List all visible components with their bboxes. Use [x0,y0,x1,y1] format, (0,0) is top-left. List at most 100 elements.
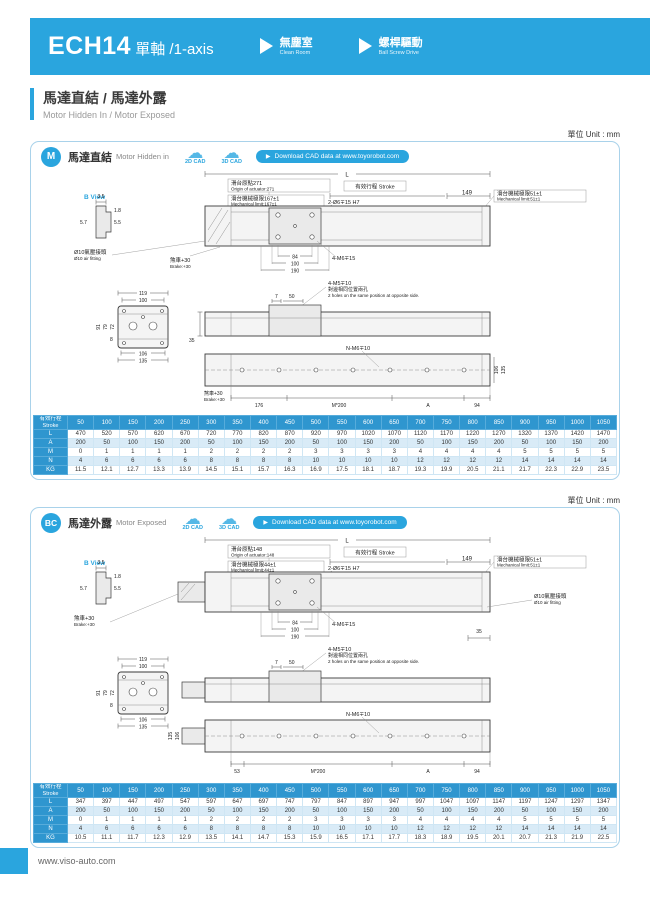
cell: 12.1 [93,465,121,475]
cell: 14.5 [197,465,225,475]
cell: 11.1 [93,833,121,843]
dim-label: 176 [255,403,264,409]
cad-3d-button[interactable]: ☁ 3D CAD [219,512,239,532]
cell: 150 [354,806,382,816]
cell: 12 [406,456,434,466]
cell: 847 [328,797,356,807]
dim-label: 100 [139,664,148,670]
cell: 150 [459,438,487,448]
cell: 1070 [380,429,408,439]
cell: 820 [249,429,278,439]
cell: 200 [380,438,408,448]
nm6-note: N-M6∓10 [346,712,370,718]
dim-label-L: L [345,539,349,545]
stroke-value: 1050 [589,415,618,430]
cell: 4 [66,824,95,834]
stroke-value: 50 [66,783,95,798]
cell: 797 [302,797,330,807]
stroke-label: 有效行程 Stroke [355,182,394,190]
section-title-zh: 馬達直結 [68,151,112,164]
cell: 5 [511,447,539,457]
panel-motor-exposed: BC 馬達外露 Motor Exposed ☁ 2D CAD ☁ 3D CAD … [30,507,620,848]
cell: 6 [171,456,199,466]
cell: 22.3 [537,465,565,475]
cell: 1 [171,447,199,457]
cell: 1297 [563,797,591,807]
dim-label: 84 [292,254,298,260]
dim-label: 119 [139,657,147,663]
cad-2d-button[interactable]: ☁ 2D CAD [182,512,202,532]
dim-label: 79 [103,324,109,330]
cell: 10 [380,456,408,466]
dim-label: M*200 [332,403,347,409]
cell: 200 [589,438,618,448]
download-cad-button[interactable]: ▶ Download CAD data at www.toyorobot.com [253,516,407,529]
cell: 3 [302,447,330,457]
cell: 100 [328,806,356,816]
cell: 2 [249,815,278,825]
cell: 100 [537,806,565,816]
stroke-value: 850 [485,415,513,430]
cell: 23.5 [589,465,618,475]
mech-limit-left-zh: 滑台機械極限44±1 [231,561,276,569]
mech-limit-left-en: Mechanical limit:167±1 [231,202,277,207]
section-title-zh: 馬達外露 [68,517,112,530]
cell: 22.5 [589,833,618,843]
m6-note: 4-M6∓15 [332,256,355,262]
cell: 15.3 [276,833,304,843]
section-badge: M [41,146,61,167]
row-label: L [33,429,68,439]
motor-block-side [181,681,206,699]
stroke-value: 900 [511,415,539,430]
cell: 200 [171,438,199,448]
cell: 4 [459,447,487,457]
cell: 8 [249,456,278,466]
engineering-drawing-motor-exposed: L 滑台原點148 Origin of actuator:148 有效行程 St… [74,537,587,775]
dim-label: 7 [275,294,278,300]
m5-note-zh: 對邊相同位置兩孔 [328,286,368,293]
brake-label-zh: 煞車+30 [74,614,94,622]
cad-2d-button[interactable]: ☁ 2D CAD [185,146,205,166]
cell: 720 [197,429,225,439]
dim-label: 7 [275,660,278,666]
cell: 6 [93,456,121,466]
cell: 17.1 [354,833,382,843]
dim-label: 84 [292,620,298,626]
cell: 3 [302,815,330,825]
dim-label: 119 [139,291,147,297]
cell: 6 [171,824,199,834]
cell: 3 [354,815,382,825]
m5-note-zh: 對邊相同位置兩孔 [328,652,368,659]
stroke-value: 950 [537,415,565,430]
row-label: N [33,456,68,466]
dim-label: A [426,403,430,409]
dim-label: 106 [494,366,500,375]
cell: 0 [66,447,95,457]
dim-label: 91 [96,690,102,696]
cad-3d-button[interactable]: ☁ 3D CAD [221,146,241,166]
stroke-value: 700 [406,783,434,798]
mech-limit-left-zh: 滑台機械極限167±1 [231,195,279,203]
cell: 3 [328,447,356,457]
download-cad-button[interactable]: ▶ Download CAD data at www.toyorobot.com [255,150,410,163]
cell: 5 [563,447,591,457]
cell: 10 [302,824,330,834]
dim-label: 100 [291,261,300,267]
cell: 2 [276,447,304,457]
stroke-value: 350 [223,415,251,430]
stroke-value: 150 [119,783,147,798]
cross-section-view [117,305,169,349]
cell: 50 [302,806,330,816]
cell: 8 [276,824,304,834]
cell: 150 [354,438,382,448]
footer-accent-block [0,848,28,874]
origin-label-zh: 滑台原點148 [231,545,262,553]
cell: 3 [380,815,408,825]
cell: 150 [145,806,173,816]
origin-label-en: Origin of actuator:148 [231,553,275,558]
stroke-value: 150 [119,415,147,430]
